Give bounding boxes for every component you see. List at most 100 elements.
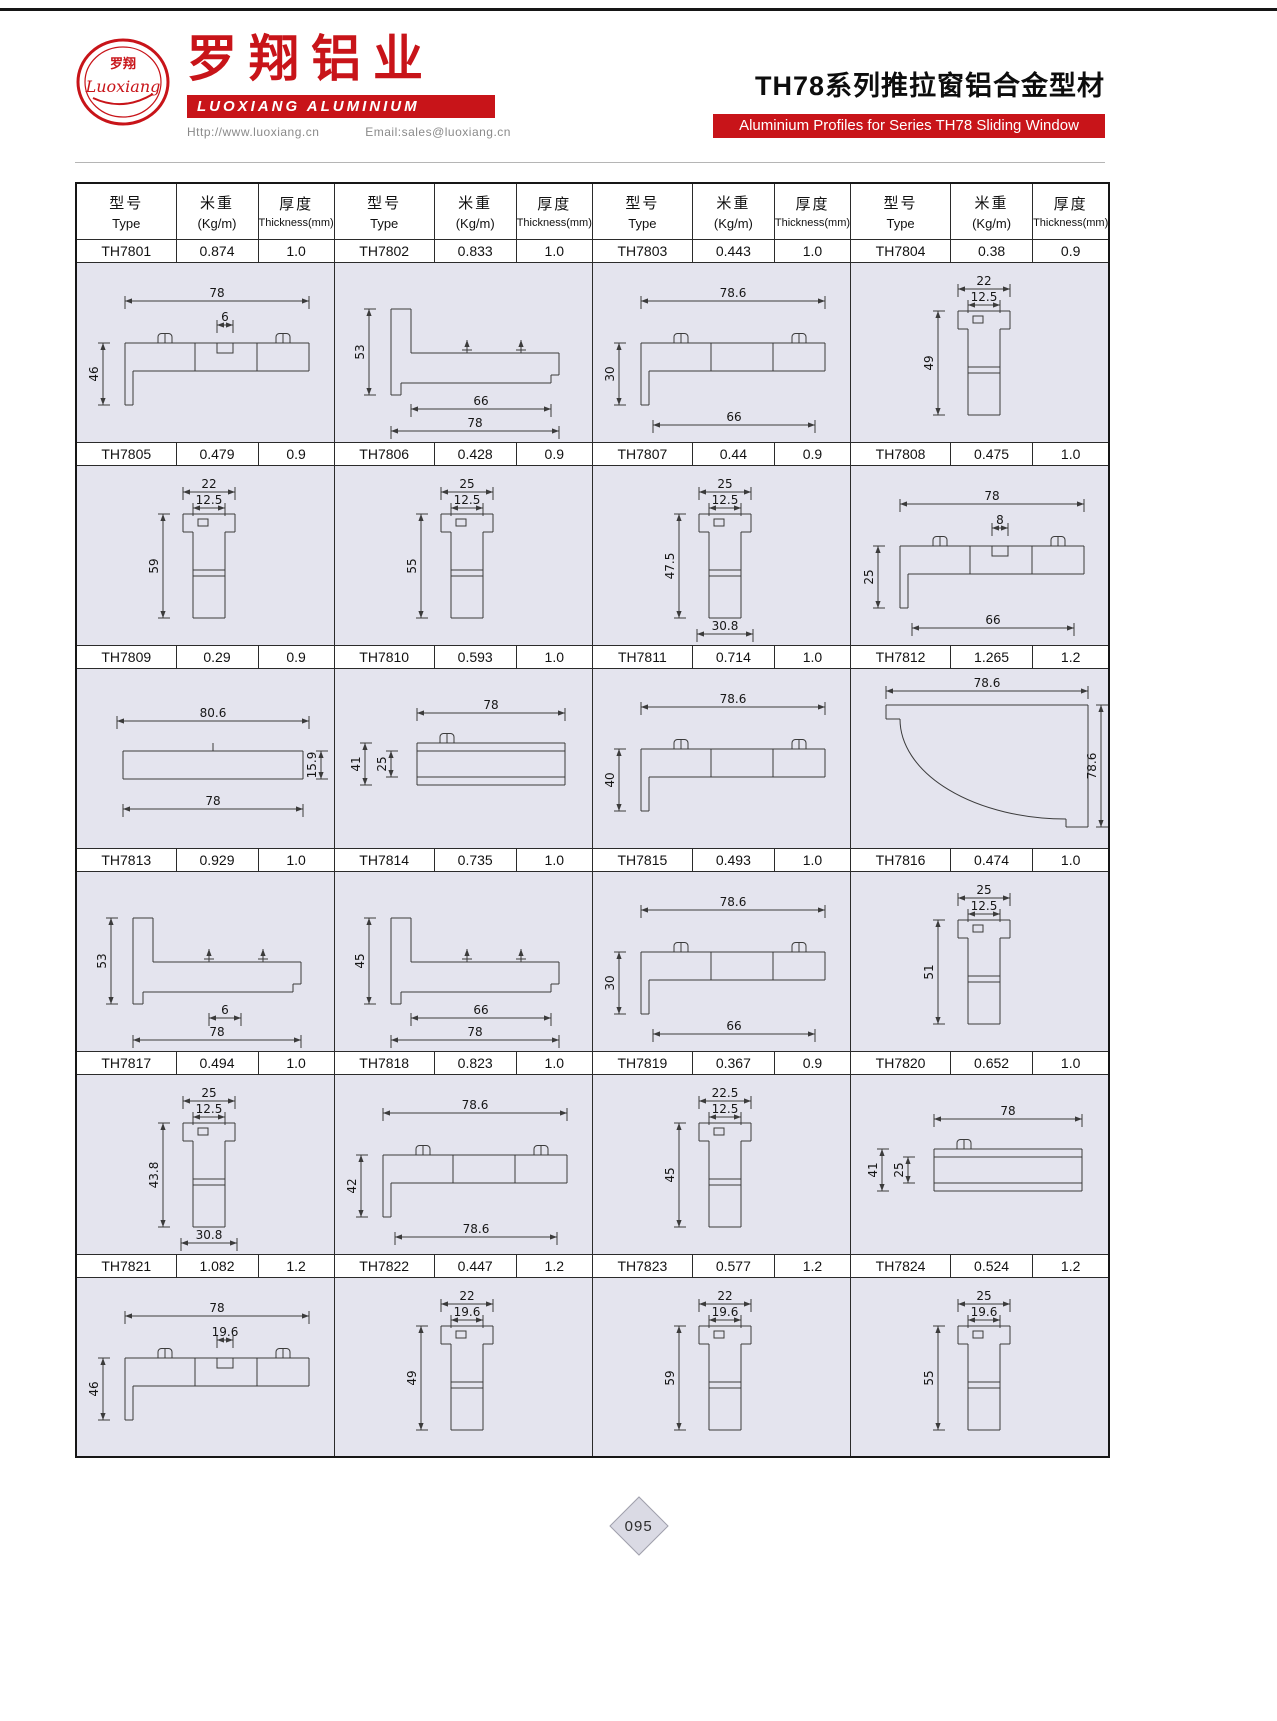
col-header-weight-en: (Kg/m) [197,215,237,231]
col-header-weight-en: (Kg/m) [455,215,495,231]
weight-cell: 0.479 [175,441,259,466]
weight-cell: 0.833 [433,238,517,263]
thickness-cell: 1.2 [1032,644,1110,669]
type-cell: TH7804 [850,238,952,263]
page-number: 095 [624,1517,653,1535]
svg-text:25: 25 [202,1086,217,1100]
svg-text:22: 22 [460,1289,475,1303]
col-header-weight-cn: 米重 [716,194,751,212]
svg-text:25: 25 [375,756,389,771]
svg-text:55: 55 [405,558,419,573]
col-header-thick-cn: 厚度 [1053,196,1088,214]
series-title-cn: TH78系列推拉窗铝合金型材 [754,71,1105,101]
type-cell: TH7822 [333,1253,435,1278]
svg-text:46: 46 [87,366,101,381]
col-header-weight-cn: 米重 [458,194,493,212]
svg-text:8: 8 [996,513,1004,527]
brand-block: 罗翔铝业 LUOXIANG ALUMINIUM Http://www.luoxi… [187,28,511,139]
weight-cell: 0.474 [950,847,1034,872]
svg-text:6: 6 [222,310,230,324]
svg-text:53: 53 [95,953,109,968]
thickness-cell: 1.0 [773,644,852,669]
weight-cell: 0.593 [433,644,517,669]
svg-text:25: 25 [976,1289,991,1303]
col-header-type-en: Type [886,215,915,231]
thickness-cell: 1.0 [515,644,593,669]
svg-text:66: 66 [985,613,1000,627]
thickness-cell: 0.9 [257,644,335,669]
type-cell: TH7820 [850,1050,952,1075]
weight-cell: 0.44 [691,441,775,466]
svg-text:78.6: 78.6 [463,1222,490,1236]
svg-text:43.8: 43.8 [147,1162,161,1189]
type-cell: TH7824 [850,1253,952,1278]
thickness-cell: 1.2 [257,1253,335,1278]
series-title-en-banner: Aluminium Profiles for Series TH78 Slidi… [713,114,1105,138]
company-name-cn: 罗翔铝业 [187,29,435,88]
series-title-block: TH78系列推拉窗铝合金型材 Aluminium Profiles for Se… [713,64,1105,138]
thickness-cell: 0.9 [773,1050,852,1075]
weight-cell: 0.367 [691,1050,775,1075]
svg-text:66: 66 [727,410,742,424]
svg-text:49: 49 [405,1370,419,1385]
svg-text:41: 41 [349,756,363,771]
svg-text:19.6: 19.6 [212,1325,239,1339]
svg-text:22: 22 [976,274,991,288]
weight-cell: 0.929 [175,847,259,872]
weight-cell: 0.652 [950,1050,1034,1075]
type-cell: TH7807 [591,441,693,466]
svg-text:45: 45 [353,953,367,968]
weight-cell: 0.874 [175,238,259,263]
website-text: Http://www.luoxiang.cn [187,125,320,139]
svg-text:78.6: 78.6 [720,895,747,909]
type-cell: TH7816 [850,847,952,872]
svg-text:40: 40 [603,772,617,787]
thickness-cell: 1.0 [515,238,593,263]
company-name-en-banner: LUOXIANG ALUMINIUM [187,95,495,118]
type-cell: TH7815 [591,847,693,872]
col-header-thick-cn: 厚度 [795,196,830,214]
svg-text:49: 49 [922,355,936,370]
type-cell: TH7805 [75,441,177,466]
svg-text:41: 41 [866,1162,880,1177]
profile-drawing-TH7811: 78.640 [603,692,826,812]
svg-text:78.6: 78.6 [1085,753,1099,780]
col-header-weight: 米重(Kg/m) [175,182,259,240]
svg-text:78.6: 78.6 [973,676,1000,690]
col-header-thick-en: Thickness(mm) [516,217,592,230]
svg-text:59: 59 [147,558,161,573]
type-cell: TH7810 [333,644,435,669]
col-header-weight-en: (Kg/m) [713,215,753,231]
thickness-cell: 0.9 [773,441,852,466]
svg-text:45: 45 [663,1167,677,1182]
col-header-weight: 米重(Kg/m) [950,182,1034,240]
col-header-thick-cn: 厚度 [279,196,314,214]
type-cell: TH7818 [333,1050,435,1075]
col-header-weight-cn: 米重 [974,194,1009,212]
profile-drawing-TH7812: 78.6 78.6 [885,676,1108,828]
svg-text:66: 66 [727,1019,742,1033]
col-header-type-cn: 型号 [109,194,144,212]
svg-text:80.6: 80.6 [200,706,227,720]
svg-text:30.8: 30.8 [196,1228,223,1242]
logo-oval-icon: 罗翔 Luoxiang [76,38,170,126]
svg-text:25: 25 [892,1162,906,1177]
type-cell: TH7813 [75,847,177,872]
weight-cell: 0.493 [691,847,775,872]
